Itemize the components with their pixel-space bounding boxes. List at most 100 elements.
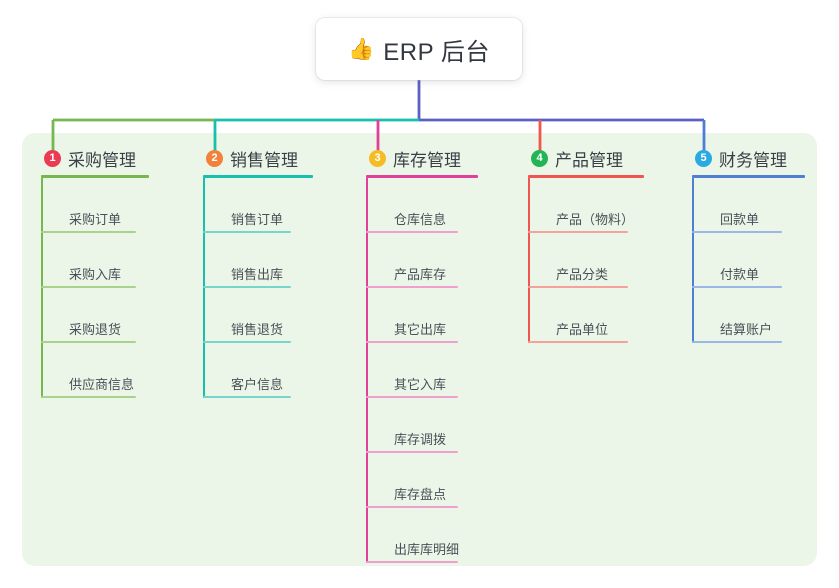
column-title: 销售管理	[230, 150, 298, 170]
list-item-rule	[366, 506, 458, 508]
list-item[interactable]: 客户信息	[203, 343, 313, 398]
list-item[interactable]: 供应商信息	[41, 343, 149, 398]
list-item[interactable]: 其它入库	[366, 343, 478, 398]
column-spine	[692, 178, 694, 343]
list-item-label: 出库库明细	[394, 542, 460, 557]
list-item-rule	[203, 286, 291, 288]
list-item-rule	[41, 231, 136, 233]
list-item-label: 仓库信息	[394, 212, 447, 227]
column-items: 销售订单销售出库销售退货客户信息	[203, 178, 313, 398]
list-item-rule	[41, 396, 136, 398]
list-item[interactable]: 销售订单	[203, 178, 313, 233]
column-3: 3 库存管理仓库信息产品库存其它出库其它入库库存调拨库存盘点出库库明细	[366, 146, 478, 563]
column-title: 财务管理	[719, 150, 787, 170]
list-item[interactable]: 产品（物料）	[528, 178, 644, 233]
list-item[interactable]: 采购入库	[41, 233, 149, 288]
column-header-1[interactable]: 1 采购管理	[41, 146, 149, 170]
list-item-rule	[366, 561, 458, 563]
list-item[interactable]: 仓库信息	[366, 178, 478, 233]
list-item[interactable]: 产品库存	[366, 233, 478, 288]
column-items: 采购订单采购入库采购退货供应商信息	[41, 178, 149, 398]
column-5: 5 财务管理回款单付款单结算账户	[692, 146, 805, 343]
list-item-label: 销售退货	[231, 322, 284, 337]
list-item-label: 库存盘点	[394, 487, 447, 502]
list-item[interactable]: 采购订单	[41, 178, 149, 233]
list-item-label: 客户信息	[231, 377, 284, 392]
list-item-rule	[41, 286, 136, 288]
list-item-label: 销售出库	[231, 267, 284, 282]
list-item-label: 其它出库	[394, 322, 447, 337]
list-item-label: 产品（物料）	[556, 212, 635, 227]
column-header-4[interactable]: 4 产品管理	[528, 146, 644, 170]
list-item-label: 回款单	[720, 212, 760, 227]
root-node[interactable]: 👍 ERP 后台	[316, 18, 522, 80]
column-items: 回款单付款单结算账户	[692, 178, 805, 343]
list-item-label: 付款单	[720, 267, 760, 282]
list-item[interactable]: 回款单	[692, 178, 805, 233]
list-item[interactable]: 销售出库	[203, 233, 313, 288]
list-item-label: 采购退货	[69, 322, 122, 337]
list-item-rule	[692, 341, 782, 343]
list-item[interactable]: 付款单	[692, 233, 805, 288]
list-item-label: 其它入库	[394, 377, 447, 392]
list-item[interactable]: 库存盘点	[366, 453, 478, 508]
list-item-rule	[366, 451, 458, 453]
list-item-rule	[528, 286, 628, 288]
list-item-label: 供应商信息	[69, 377, 135, 392]
list-item-label: 库存调拨	[394, 432, 447, 447]
list-item-label: 采购入库	[69, 267, 122, 282]
column-title: 库存管理	[393, 150, 461, 170]
column-title: 采购管理	[68, 150, 136, 170]
column-header-rule	[41, 175, 149, 178]
list-item[interactable]: 产品单位	[528, 288, 644, 343]
column-1: 1 采购管理采购订单采购入库采购退货供应商信息	[41, 146, 149, 398]
list-item-rule	[366, 231, 458, 233]
column-badge-icon: 1	[44, 149, 61, 167]
column-items: 产品（物料） 产品分类产品单位	[528, 178, 644, 343]
list-item-rule	[528, 341, 628, 343]
column-badge-icon: 5	[695, 149, 712, 167]
thumbs-up-icon: 👍	[348, 37, 375, 61]
list-item[interactable]: 销售退货	[203, 288, 313, 343]
root-node-content: 👍 ERP 后台	[348, 32, 490, 67]
column-header-rule	[528, 175, 644, 178]
list-item-rule	[41, 341, 136, 343]
column-header-rule	[203, 175, 313, 178]
list-item[interactable]: 其它出库	[366, 288, 478, 343]
list-item-rule	[203, 396, 291, 398]
list-item-label: 销售订单	[231, 212, 284, 227]
list-item-rule	[203, 231, 291, 233]
column-spine	[203, 178, 205, 398]
list-item[interactable]: 结算账户	[692, 288, 805, 343]
column-header-rule	[692, 175, 805, 178]
column-items: 仓库信息产品库存其它出库其它入库库存调拨库存盘点出库库明细	[366, 178, 478, 563]
column-spine	[366, 178, 368, 563]
list-item-rule	[692, 231, 782, 233]
list-item[interactable]: 产品分类	[528, 233, 644, 288]
list-item[interactable]: 采购退货	[41, 288, 149, 343]
list-item-rule	[366, 286, 458, 288]
list-item-label: 采购订单	[69, 212, 122, 227]
root-title: ERP 后台	[383, 38, 490, 66]
list-item-label: 结算账户	[720, 322, 773, 337]
list-item-rule	[692, 286, 782, 288]
columns-backdrop	[22, 133, 817, 566]
list-item[interactable]: 库存调拨	[366, 398, 478, 453]
column-spine	[41, 178, 43, 398]
column-header-rule	[366, 175, 478, 178]
column-header-5[interactable]: 5 财务管理	[692, 146, 805, 170]
column-badge-icon: 4	[531, 149, 548, 167]
column-badge-icon: 3	[369, 149, 386, 167]
list-item-rule	[203, 341, 291, 343]
list-item[interactable]: 出库库明细	[366, 508, 478, 563]
list-item-rule	[366, 341, 458, 343]
column-4: 4 产品管理产品（物料） 产品分类产品单位	[528, 146, 644, 343]
column-header-3[interactable]: 3 库存管理	[366, 146, 478, 170]
list-item-label: 产品单位	[556, 322, 609, 337]
list-item-rule	[528, 231, 628, 233]
column-title: 产品管理	[555, 150, 623, 170]
